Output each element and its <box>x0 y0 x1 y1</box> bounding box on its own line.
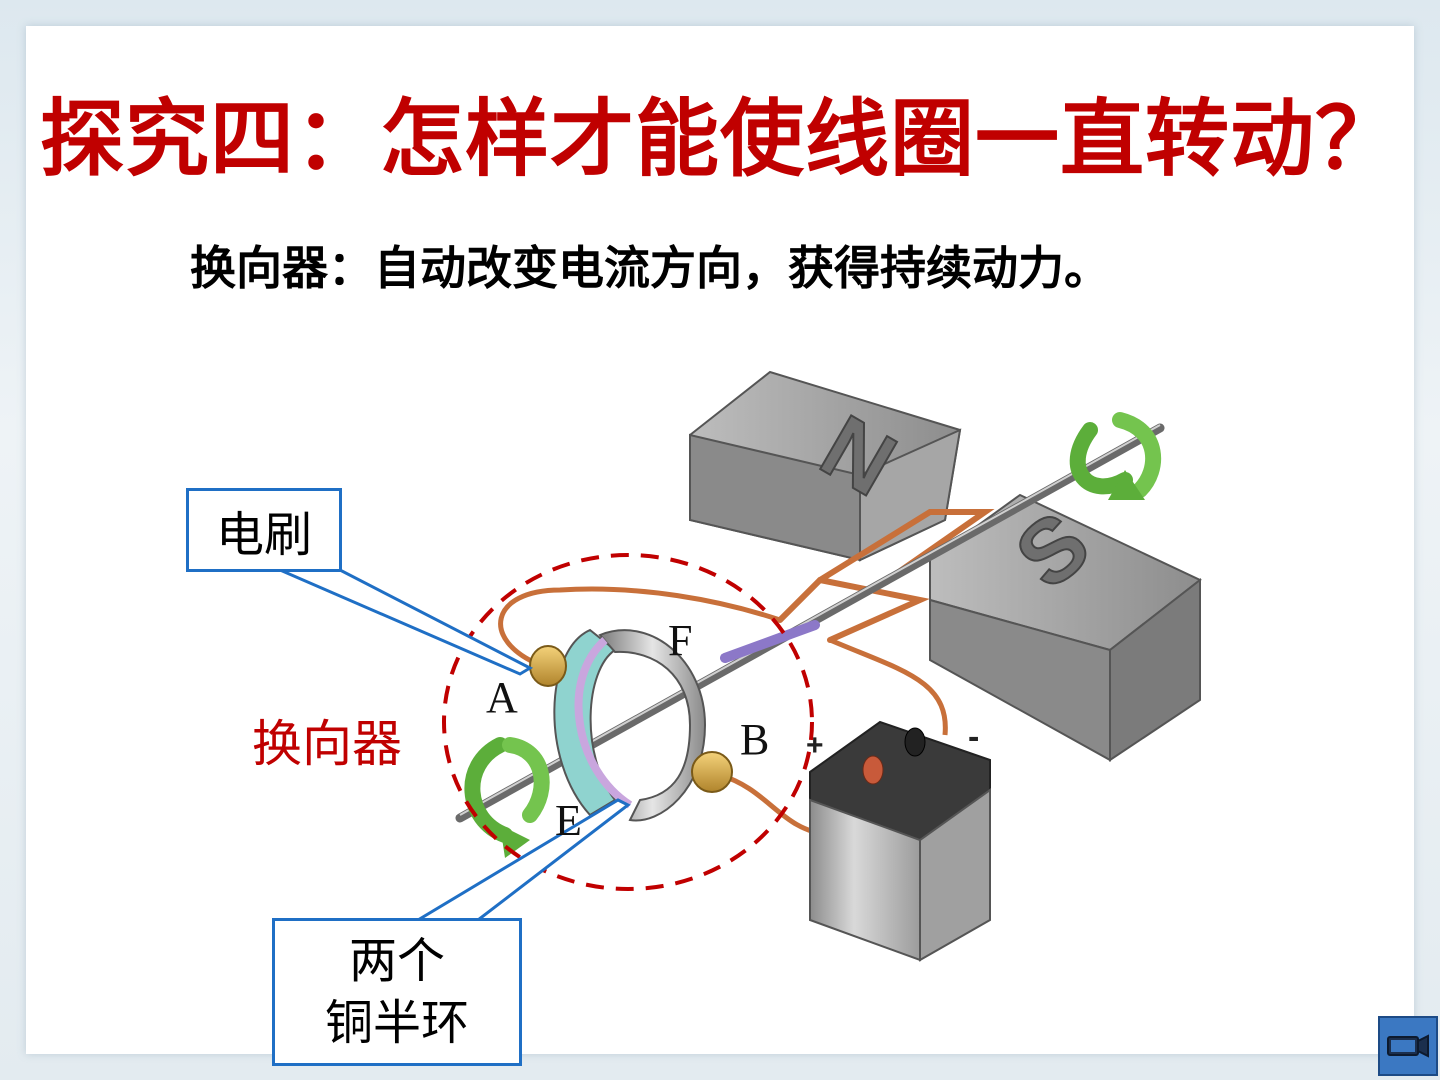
coil-segment-ef <box>725 625 815 658</box>
rotation-arrow-right-icon <box>1078 420 1153 500</box>
point-f-label: F <box>668 615 692 666</box>
copper-half-rings-line1: 两个 <box>275 930 519 992</box>
point-a-label: A <box>486 672 518 723</box>
brush-b <box>692 752 732 792</box>
point-b-label: B <box>740 714 769 765</box>
battery-negative-label: - <box>968 718 979 756</box>
battery: + - <box>806 718 990 960</box>
brush-callout-pointer <box>280 570 530 674</box>
brush-a <box>530 646 566 686</box>
media-nav-button[interactable] <box>1378 1016 1438 1076</box>
north-magnet: N <box>690 372 960 560</box>
copper-half-rings-callout: 两个 铜半环 <box>272 918 522 1066</box>
copper-half-rings-line2: 铜半环 <box>275 992 519 1054</box>
brush-callout: 电刷 <box>186 488 342 572</box>
film-projector-icon <box>1386 1031 1430 1061</box>
commutator-label: 换向器 <box>252 704 402 776</box>
point-e-label: E <box>555 795 582 846</box>
